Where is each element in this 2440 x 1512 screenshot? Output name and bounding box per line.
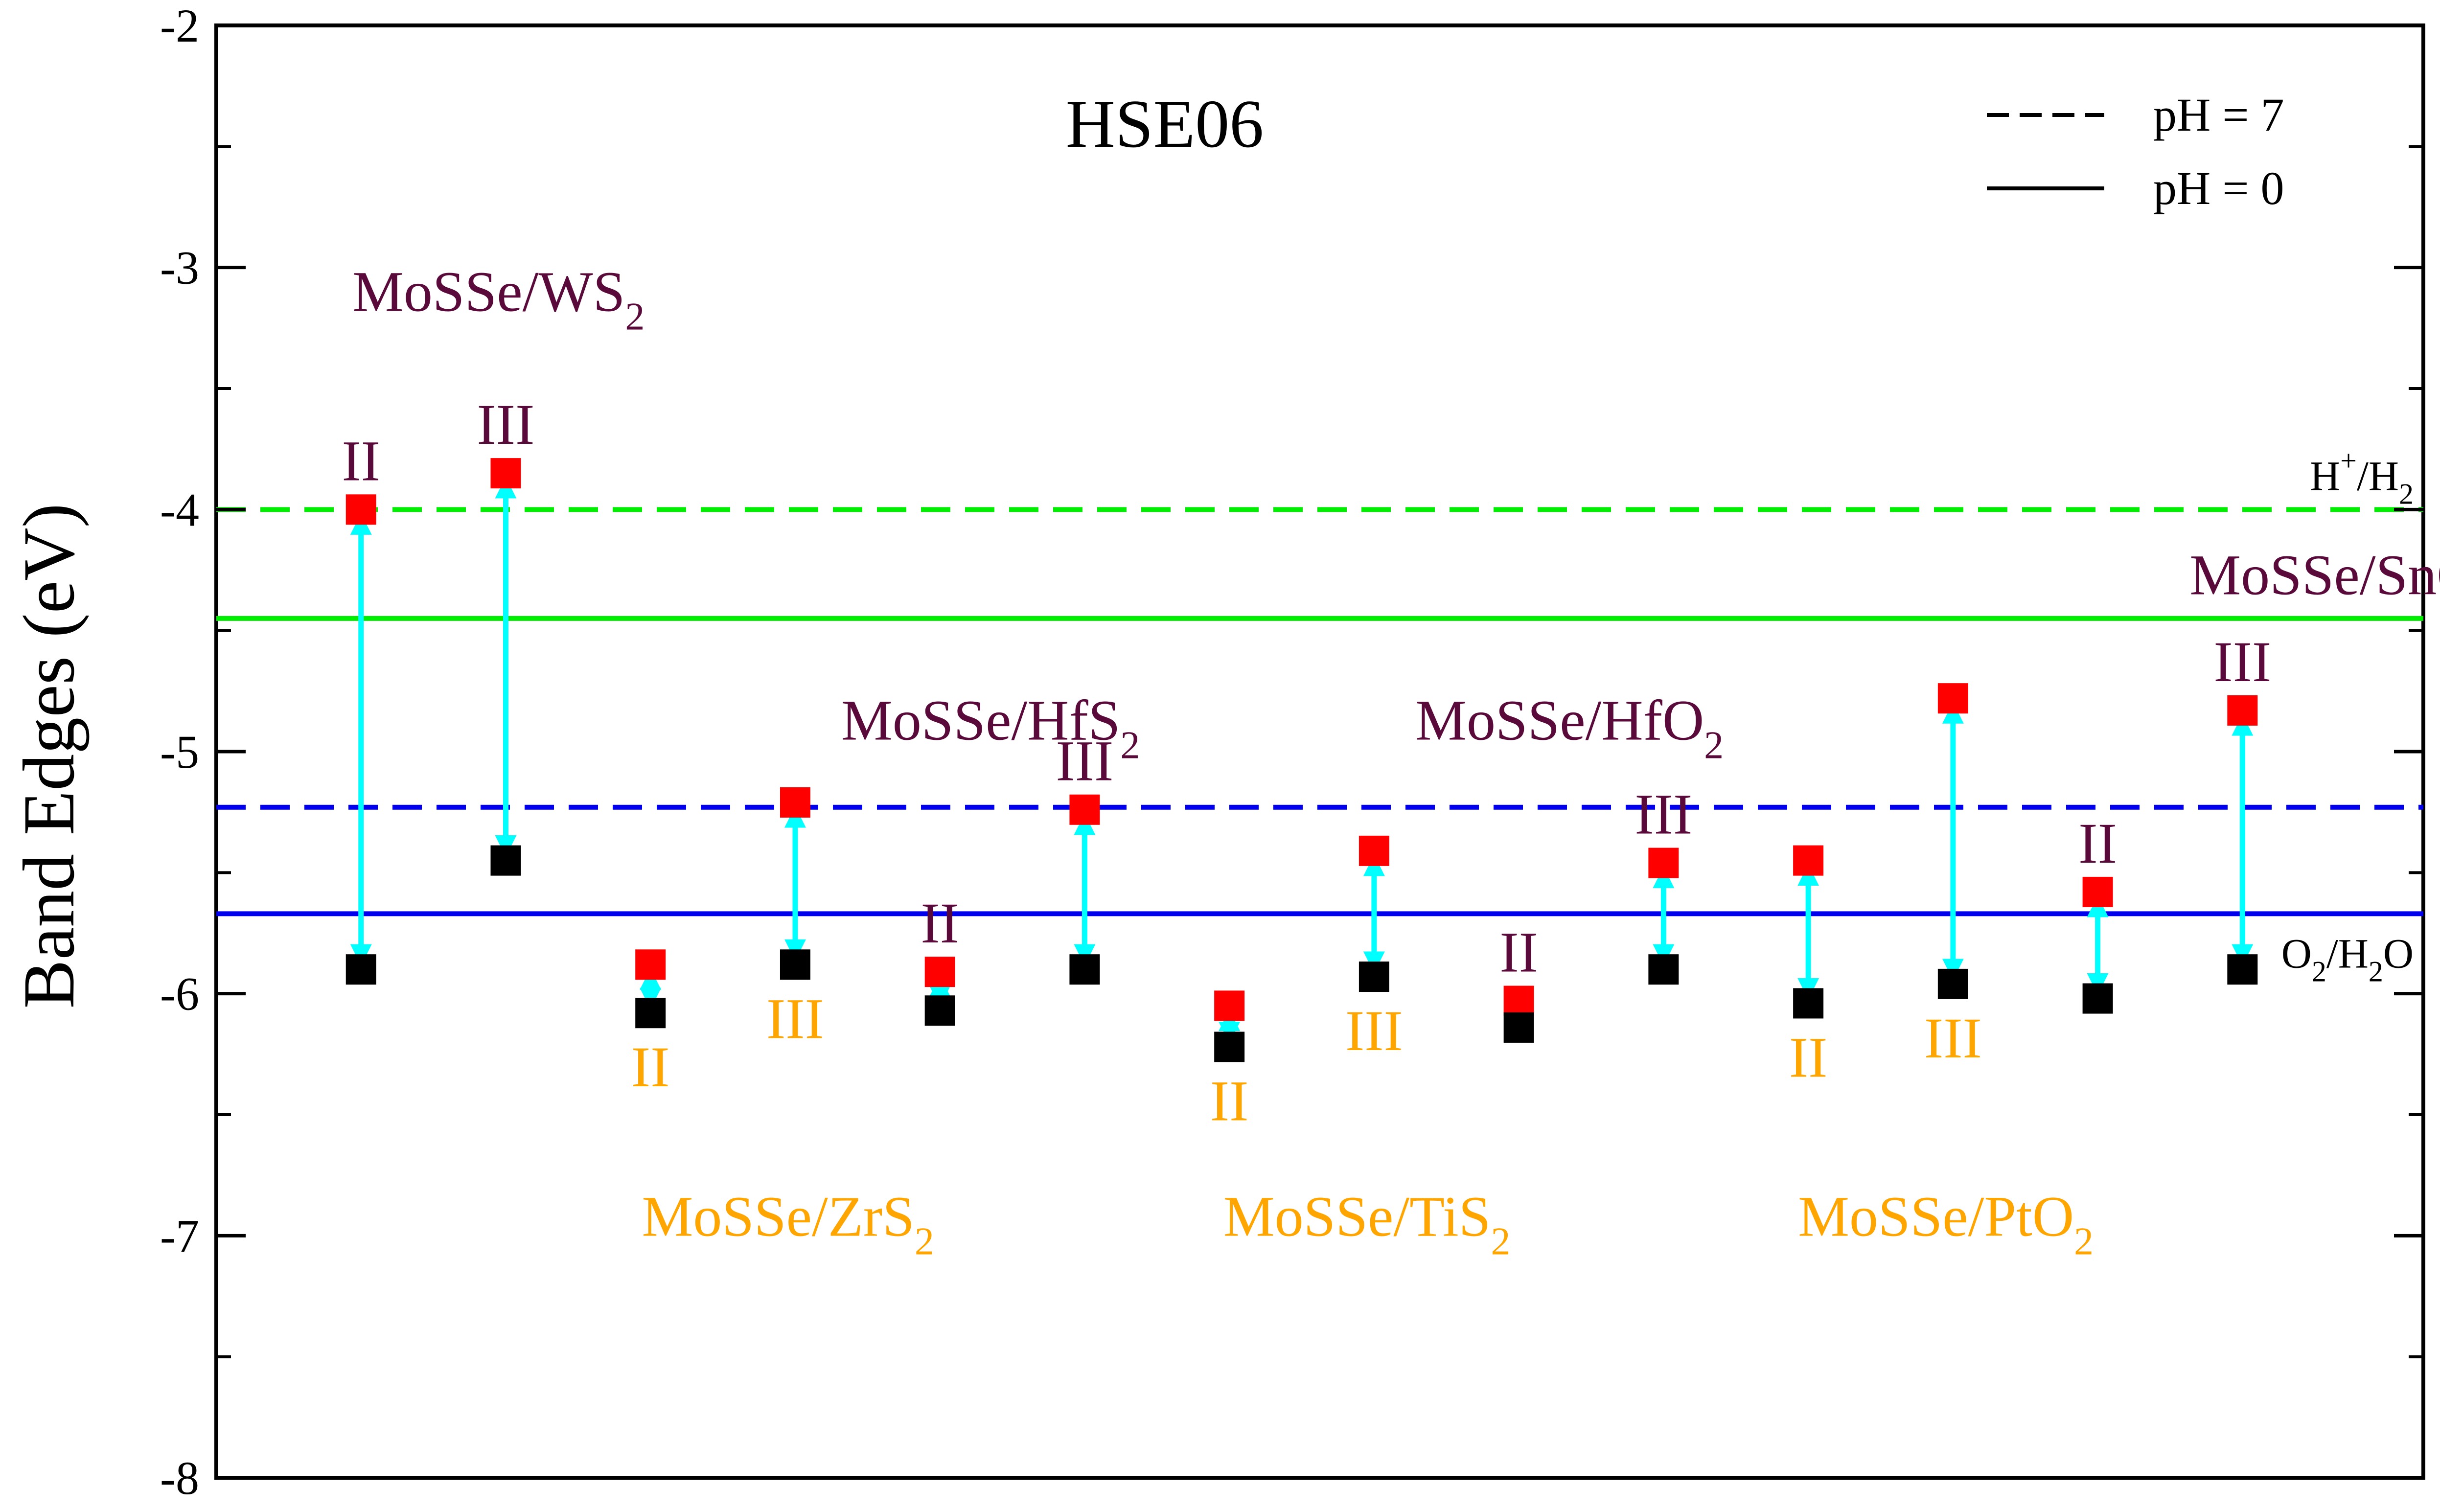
- cbm-marker: [1937, 683, 1968, 714]
- vbm-marker: [490, 845, 521, 876]
- y-axis-ticks: -2 -3 -4 -5 -6 -7 -8: [160, 0, 2423, 1504]
- heterostructure-label: MoSSe/TiS2: [1223, 1184, 1511, 1263]
- y-axis-label: Band Edges (eV): [8, 503, 90, 1008]
- y-tick-label: -3: [160, 242, 199, 294]
- vbm-marker: [1648, 954, 1679, 985]
- heterostructure-name: MoSSe/ZrS: [642, 1184, 914, 1248]
- y-tick-label: -8: [160, 1452, 199, 1504]
- cbm-marker: [1793, 845, 1824, 876]
- reference-lines: [216, 507, 2423, 916]
- cbm-marker: [345, 494, 376, 525]
- cbm-marker: [780, 787, 810, 818]
- heterostructure-name: MoSSe/SnO: [2189, 543, 2440, 607]
- config-type-label: II: [631, 1035, 670, 1099]
- cbm-marker: [1214, 990, 1245, 1021]
- config-type-label: III: [1345, 999, 1403, 1063]
- cbm-marker: [635, 949, 666, 980]
- y-tick-label: -6: [160, 968, 199, 1020]
- heterostructure-name: MoSSe/TiS: [1223, 1184, 1491, 1248]
- heterostructure-subscript: 2: [1120, 724, 1140, 767]
- vbm-marker: [1214, 1031, 1245, 1062]
- ref-label-sup: +: [2340, 444, 2357, 477]
- cbm-marker: [1358, 835, 1389, 866]
- heterostructure-label: MoSSe/PtO2: [1798, 1184, 2094, 1263]
- config-type-label: II: [921, 891, 959, 955]
- config-type-label: II: [1499, 920, 1538, 985]
- config-type-label: III: [477, 392, 535, 457]
- config-type-label: III: [1634, 782, 1692, 847]
- config-type-label: II: [2078, 811, 2117, 875]
- vbm-marker: [1069, 954, 1100, 985]
- heterostructure-name: MoSSe/WS: [352, 260, 625, 324]
- heterostructure-label: MoSSe/SnO2: [2189, 543, 2440, 621]
- cbm-marker: [924, 957, 955, 987]
- heterostructure-subscript: 2: [1704, 724, 1724, 767]
- reference-label: O2/H2O: [2281, 930, 2414, 987]
- config-type-label: II: [1210, 1069, 1249, 1133]
- config-type-label: III: [1924, 1006, 1982, 1070]
- heterostructure-subscript: 2: [2074, 1220, 2094, 1263]
- config-type-label: III: [2213, 630, 2271, 694]
- config-type-label: III: [766, 986, 824, 1051]
- vbm-marker: [1358, 962, 1389, 992]
- heterostructure-label: MoSSe/ZrS2: [642, 1184, 934, 1263]
- ref-label-text: O: [2383, 930, 2414, 977]
- ref-label-text: /H: [2357, 452, 2399, 499]
- config-type-label: II: [342, 429, 380, 493]
- cbm-marker: [2227, 695, 2258, 726]
- reference-label: H+/H2: [2310, 444, 2414, 510]
- config-type-label: III: [1056, 729, 1113, 793]
- vbm-marker: [780, 949, 810, 980]
- vbm-marker: [1793, 988, 1824, 1019]
- heterostructure-subscript: 2: [625, 296, 645, 339]
- annotations: H+/H2O2/H2OIIIIIMoSSe/WS2IIIIIMoSSe/ZrS2…: [342, 260, 2440, 1263]
- cbm-marker: [2082, 876, 2113, 907]
- vbm-marker: [1937, 968, 1968, 999]
- cbm-marker: [1648, 848, 1679, 878]
- ref-label-sub: 2: [2312, 955, 2326, 987]
- y-tick-label: -2: [160, 0, 199, 52]
- heterostructure-name: MoSSe/PtO: [1798, 1184, 2074, 1248]
- ref-label-text: H: [2310, 452, 2340, 499]
- ref-label-sub: 2: [2369, 955, 2383, 987]
- band-edge-markers: [345, 458, 2258, 1062]
- heterostructure-name: MoSSe/HfO: [1415, 688, 1704, 752]
- vbm-marker: [2082, 983, 2113, 1014]
- y-tick-label: -5: [160, 726, 199, 778]
- ref-label-text: O: [2281, 930, 2312, 977]
- chart-title: HSE06: [1066, 86, 1264, 162]
- cbm-marker: [1069, 794, 1100, 825]
- legend-label: pH = 7: [2153, 89, 2284, 141]
- cbm-marker: [1503, 985, 1534, 1016]
- heterostructure-label: MoSSe/HfO2: [1415, 688, 1724, 767]
- legend-label: pH = 0: [2153, 162, 2284, 214]
- vbm-marker: [2227, 954, 2258, 985]
- heterostructure-subscript: 2: [1491, 1220, 1510, 1263]
- heterostructure-label: MoSSe/HfS2: [841, 688, 1140, 767]
- heterostructure-label: MoSSe/WS2: [352, 260, 645, 339]
- vbm-marker: [924, 995, 955, 1026]
- vbm-marker: [1503, 1012, 1534, 1043]
- legend: pH = 7 pH = 0: [1987, 89, 2284, 214]
- ref-label-sub: 2: [2399, 478, 2414, 510]
- heterostructure-subscript: 2: [915, 1220, 934, 1263]
- vbm-marker: [635, 998, 666, 1029]
- cbm-marker: [490, 458, 521, 489]
- y-tick-label: -7: [160, 1210, 199, 1262]
- gap-arrows: [350, 477, 2254, 1043]
- vbm-marker: [345, 954, 376, 985]
- config-type-label: II: [1789, 1025, 1828, 1089]
- ref-label-text: /H: [2326, 930, 2369, 977]
- y-tick-label: -4: [160, 483, 199, 536]
- heterostructure-name: MoSSe/HfS: [841, 688, 1120, 752]
